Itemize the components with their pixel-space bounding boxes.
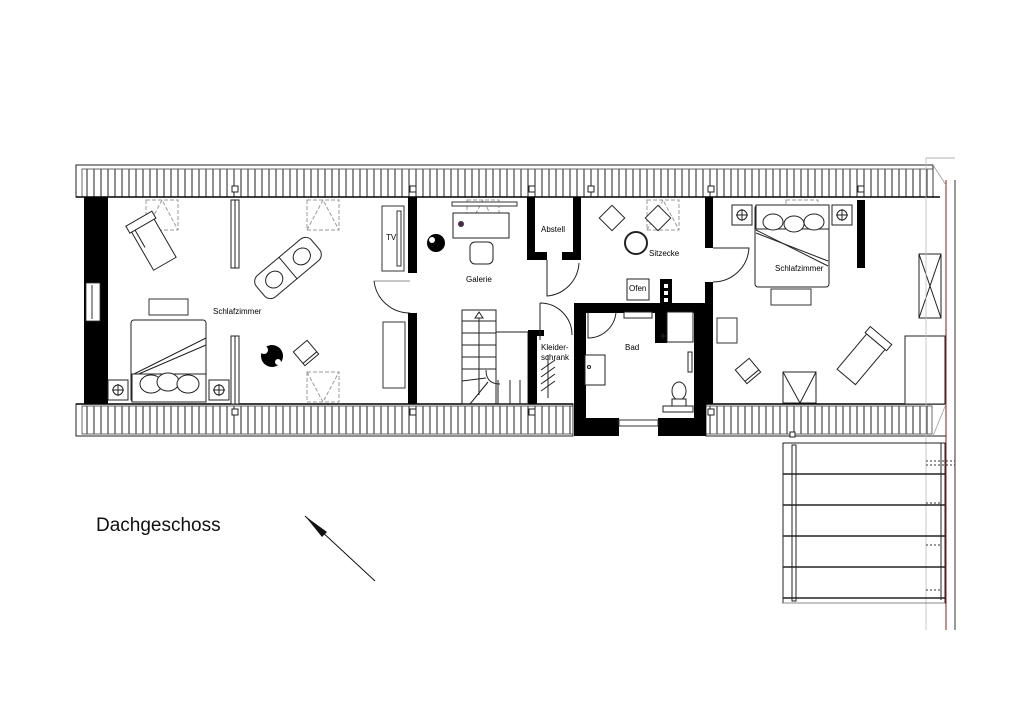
desk	[451, 201, 518, 265]
ofen: Ofen	[626, 278, 672, 304]
east-bedroom-door	[712, 247, 750, 283]
bad-walls	[574, 303, 706, 436]
wardrobe-east	[918, 253, 942, 319]
sitzecke-furniture	[598, 204, 672, 255]
drawing-title: Dachgeschoss	[96, 515, 221, 536]
east-edge	[925, 157, 956, 630]
tv-unit: TV	[381, 205, 405, 272]
skylight-east-bottom	[782, 371, 817, 405]
room-label-galerie: Galerie	[466, 275, 492, 284]
bed-west	[107, 298, 230, 403]
roof-eave-bottom-west	[75, 403, 574, 437]
abstell-door	[546, 260, 580, 297]
wall-east-partition	[705, 197, 713, 404]
room-label-sitzecke: Sitzecke	[649, 249, 680, 258]
bad-window	[618, 419, 659, 427]
plant-west	[260, 345, 283, 367]
abstell-walls	[527, 197, 581, 260]
cabinet-east	[904, 335, 946, 405]
sideboard	[382, 321, 406, 389]
partition-posts-west	[230, 199, 240, 405]
room-label-schlafzimmer-east: Schlafzimmer	[775, 264, 824, 273]
chair-east	[734, 357, 762, 385]
staircase	[461, 309, 529, 405]
rafter-posts	[231, 185, 865, 438]
chair-west	[292, 339, 320, 367]
wall-west-galerie	[373, 197, 417, 404]
lounge-chair-east	[836, 325, 893, 386]
gable-wall-west	[84, 197, 108, 404]
room-label-kleiderschrank: Kleider-	[541, 343, 569, 352]
roof-eave-bottom-east	[705, 403, 947, 437]
nightstand-east	[716, 317, 738, 344]
pergola	[782, 442, 946, 604]
partition-post-east	[857, 200, 865, 268]
bad-door	[587, 311, 617, 339]
plant-galerie	[427, 234, 445, 252]
room-label-abstell: Abstell	[541, 225, 565, 234]
bed-east	[731, 204, 853, 306]
hanger-rail	[540, 355, 556, 398]
kleiderschrank-door	[539, 302, 573, 340]
room-label-kleiderschrank-2: schrank	[541, 353, 570, 362]
sofa-west	[254, 236, 322, 300]
roof-eave-top	[75, 164, 940, 198]
tv-label: TV	[386, 233, 397, 242]
room-label-bad: Bad	[625, 343, 639, 352]
dotted-marks	[926, 460, 955, 591]
north-arrow-icon	[304, 515, 376, 582]
bad-fixtures	[584, 311, 694, 413]
ofen-label: Ofen	[629, 284, 646, 293]
lounge-chair-west	[125, 210, 177, 271]
room-label-schlafzimmer-west: Schlafzimmer	[213, 307, 262, 316]
